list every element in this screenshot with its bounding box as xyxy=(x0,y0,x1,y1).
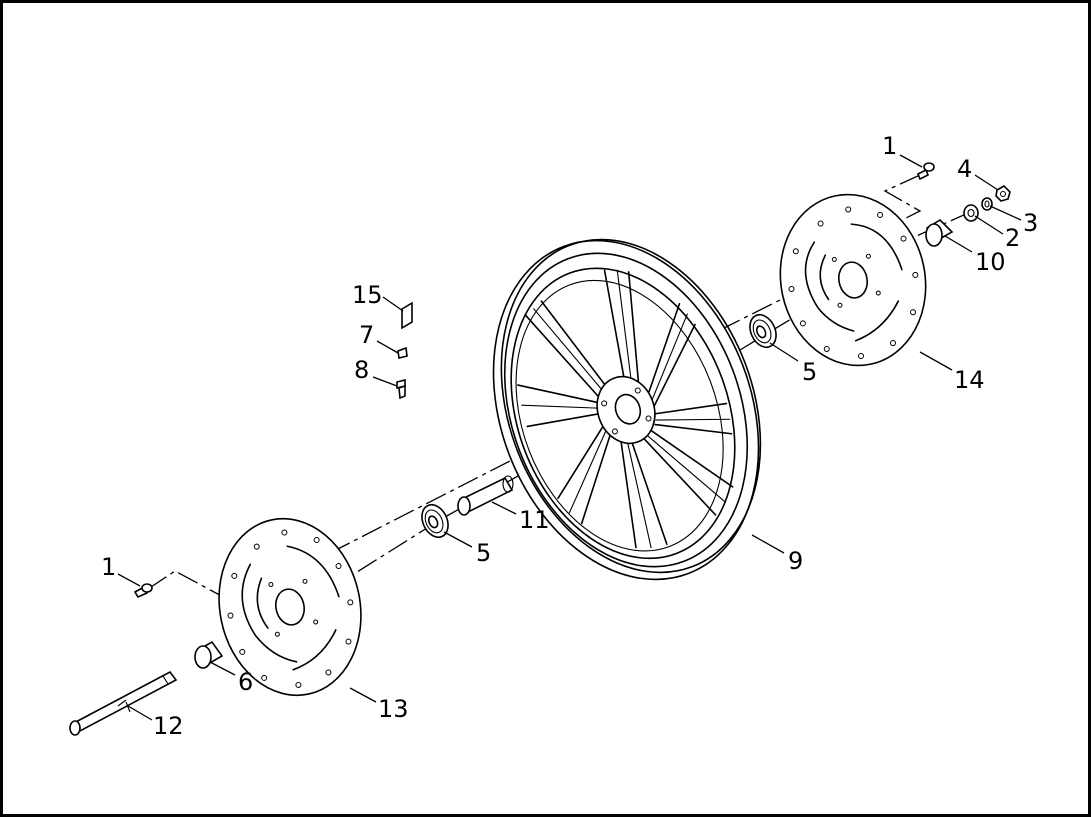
callout-4-axle-nut: 4 xyxy=(957,155,972,183)
callout-labels: 1 4 3 2 10 15 7 8 5 14 11 5 9 1 6 13 12 xyxy=(101,132,1038,740)
valve-stem xyxy=(396,378,406,400)
callout-8-valve-stem: 8 xyxy=(354,356,369,384)
leader-lines xyxy=(117,154,1022,721)
axle-nut xyxy=(995,185,1011,202)
callout-13-brake-rotor-left: 13 xyxy=(378,695,409,723)
callout-1-bolt-left: 1 xyxy=(101,553,116,581)
callout-5-bearing-right: 5 xyxy=(802,358,817,386)
callout-6-spacer-left: 6 xyxy=(238,668,253,696)
brake-rotor-right xyxy=(779,193,927,367)
callout-3-lock-washer: 3 xyxy=(1023,209,1038,237)
spacer-left xyxy=(194,640,224,669)
valve-cap xyxy=(397,346,408,359)
bolt-left xyxy=(133,583,153,599)
bearing-left xyxy=(421,503,449,539)
bolt-right xyxy=(916,162,935,181)
brake-rotor-left xyxy=(218,517,362,697)
callout-15-warning-label: 15 xyxy=(352,281,383,309)
callout-10-spacer-right: 10 xyxy=(975,248,1006,276)
wheel xyxy=(492,238,762,581)
flat-washer xyxy=(963,204,979,222)
callout-2-flat-washer: 2 xyxy=(1005,224,1020,252)
axle xyxy=(69,670,178,736)
spacer-tube xyxy=(457,475,514,516)
callout-11-spacer-tube: 11 xyxy=(519,506,550,534)
callout-14-brake-rotor-right: 14 xyxy=(954,366,985,394)
callout-12-axle: 12 xyxy=(153,712,184,740)
wheel-spokes xyxy=(517,269,734,549)
lock-washer xyxy=(981,197,993,211)
callout-1-bolt-right: 1 xyxy=(882,132,897,160)
callout-7-valve-cap: 7 xyxy=(359,321,374,349)
callout-9-wheel: 9 xyxy=(788,547,803,575)
warning-label xyxy=(401,301,413,330)
callout-5-bearing-left: 5 xyxy=(476,539,491,567)
spacer-right xyxy=(925,218,954,247)
bearing-right xyxy=(749,313,777,349)
